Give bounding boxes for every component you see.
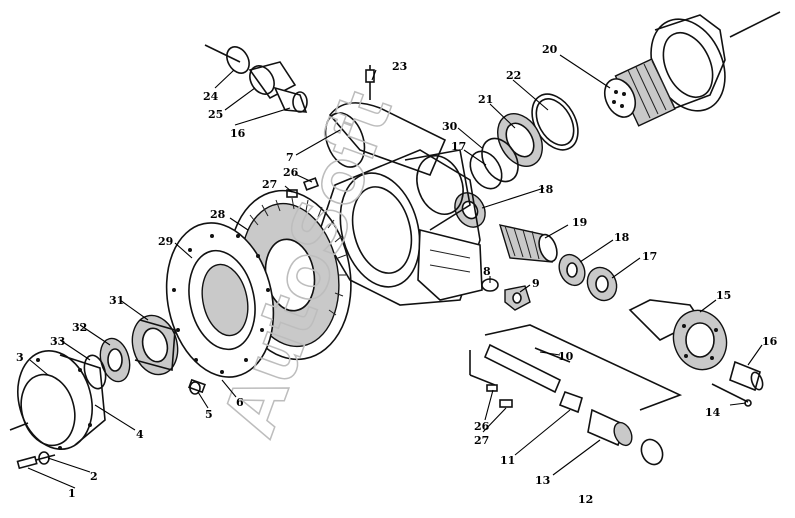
callout-15: 15 (716, 289, 731, 302)
callout-6: 6 (236, 396, 244, 409)
callout-3: 3 (16, 351, 24, 364)
part-differential-case (165, 222, 275, 378)
part-drive-shaft-flange (603, 11, 781, 127)
callout-20: 20 (542, 43, 558, 56)
callout-labels: 1 2 3 4 5 6 7 8 9 10 11 12 13 14 15 16 1… (16, 43, 778, 506)
callout-17-lower: 17 (642, 250, 657, 263)
callout-27-upper: 27 (262, 178, 277, 191)
part-output-flange (628, 299, 728, 371)
callout-23: 23 (392, 60, 407, 73)
callout-33: 33 (50, 335, 65, 348)
callout-10: 10 (558, 350, 574, 363)
part-pinion (498, 224, 558, 263)
callout-19: 19 (572, 216, 587, 229)
callout-28: 28 (210, 208, 226, 221)
callout-26-lower: 26 (474, 420, 490, 433)
part-bolts-left (16, 378, 206, 470)
callout-13: 13 (535, 474, 550, 487)
callout-17-upper: 17 (451, 140, 466, 153)
part-carrier-housing (319, 102, 483, 306)
callout-30: 30 (442, 120, 458, 133)
callout-11: 11 (500, 454, 515, 467)
part-bearing-left (131, 314, 179, 376)
callout-16-upper: 16 (230, 127, 246, 140)
part-side-gear-rings (83, 337, 131, 390)
callout-7: 7 (286, 151, 294, 164)
callout-18-upper: 18 (538, 183, 554, 196)
callout-29: 29 (158, 235, 173, 248)
part-lower-shaft-assembly (469, 324, 683, 466)
callout-18-lower: 18 (614, 231, 630, 244)
callout-9: 9 (532, 277, 540, 290)
callout-26-upper: 26 (283, 166, 299, 179)
callout-27-lower: 27 (474, 434, 489, 447)
callout-12: 12 (578, 493, 593, 506)
callout-24: 24 (203, 90, 219, 103)
part-upper-left-shaft (204, 44, 308, 113)
part-rings-upper (454, 93, 579, 228)
callout-25: 25 (208, 108, 223, 121)
callout-5: 5 (205, 408, 213, 421)
leader-lines (27, 54, 763, 489)
part-end-cover (9, 350, 106, 450)
part-bushing-right (711, 360, 764, 407)
callout-8: 8 (483, 265, 491, 278)
callout-2: 2 (90, 470, 98, 483)
callout-4: 4 (136, 428, 144, 441)
callout-14: 14 (705, 406, 721, 419)
callout-16-lower: 16 (762, 335, 778, 348)
part-bearings-right (558, 253, 618, 302)
callout-21: 21 (478, 93, 493, 106)
callout-31: 31 (109, 294, 124, 307)
callout-22: 22 (506, 69, 521, 82)
part-small-parts-center (481, 278, 531, 311)
callout-32: 32 (72, 321, 87, 334)
part-small-fasteners-top (286, 65, 375, 198)
callout-1: 1 (68, 487, 76, 500)
